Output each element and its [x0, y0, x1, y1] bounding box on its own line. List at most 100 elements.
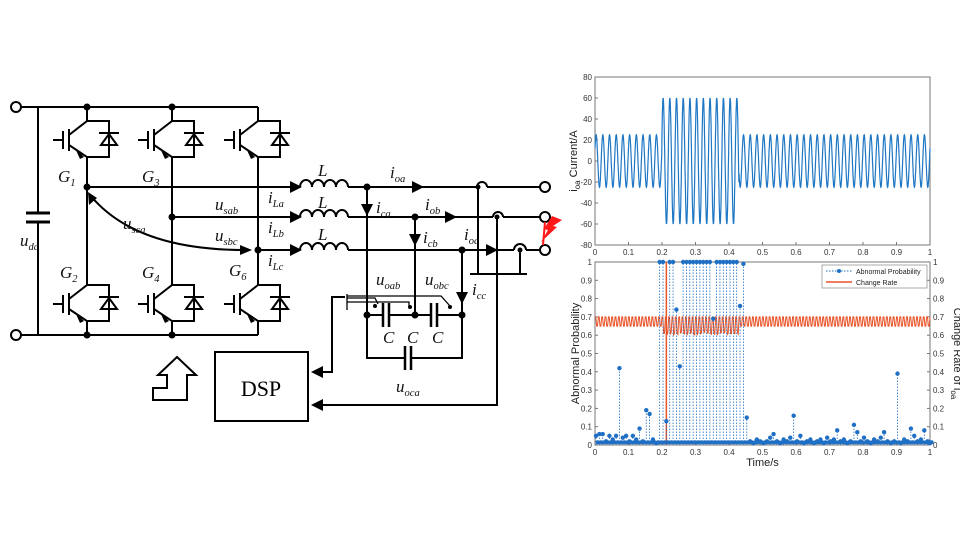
probability-point — [872, 437, 876, 441]
probability-point — [858, 439, 862, 443]
probability-point — [924, 440, 928, 444]
probability-chart-ytick-right-label: 0.4 — [933, 368, 945, 377]
probability-point — [720, 440, 724, 444]
probability-chart-ytick-right-label: 0.8 — [933, 295, 945, 304]
probability-point — [855, 430, 859, 434]
dsp-label: DSP — [241, 376, 281, 401]
probability-point — [746, 440, 750, 444]
probability-point — [897, 440, 901, 444]
probability-point — [899, 441, 903, 445]
current-chart-xtick-label: 0.7 — [824, 248, 836, 257]
probability-chart-ytick-right-label: 0.3 — [933, 386, 945, 395]
probability-point — [802, 441, 806, 445]
label-udc: udc — [20, 231, 39, 253]
probability-point — [842, 437, 846, 441]
probability-point — [771, 432, 775, 436]
probability-chart-ytick-right-label: 0.7 — [933, 313, 945, 322]
probability-point — [795, 439, 799, 443]
probability-point — [894, 440, 898, 444]
probability-point — [864, 440, 868, 444]
probability-point — [912, 434, 916, 438]
probability-point — [656, 440, 660, 444]
probability-point — [657, 260, 661, 264]
probability-point — [909, 426, 913, 430]
probability-point — [698, 260, 702, 264]
probability-point — [681, 260, 685, 264]
junction-dot — [169, 332, 176, 339]
label-ioa: ioa — [390, 163, 405, 185]
probability-point — [852, 423, 856, 427]
label-L1: L — [317, 161, 327, 180]
current-chart-ytick-label: 40 — [583, 115, 592, 124]
igbt-upper-1 — [53, 107, 119, 171]
probability-point — [848, 439, 852, 443]
probability-point — [810, 440, 814, 444]
probability-point — [639, 440, 643, 444]
probability-point — [800, 440, 804, 444]
probability-point — [666, 440, 670, 444]
probability-point — [740, 440, 744, 444]
probability-point — [930, 440, 934, 444]
current-chart-ytick-label: 0 — [588, 157, 593, 166]
label-uoca: uoca — [396, 377, 420, 399]
change-rate-line — [595, 317, 930, 335]
probability-point — [664, 419, 668, 423]
probability-point — [644, 408, 648, 412]
label-iLb: iLb — [268, 218, 284, 240]
probability-chart-xtick-label: 1 — [928, 448, 933, 457]
probability-point — [609, 440, 613, 444]
probability-point — [840, 440, 844, 444]
probability-chart-ytick-label: 1 — [588, 258, 593, 267]
probability-point — [817, 440, 821, 444]
probability-point — [736, 440, 740, 444]
probability-point — [845, 441, 849, 445]
probability-chart-ylabel-right: Change Rate of ioa — [949, 308, 960, 400]
probability-point — [865, 439, 869, 443]
inductor-icon — [300, 180, 348, 187]
probability-point — [597, 432, 601, 436]
igbt-icon — [53, 107, 87, 171]
probability-point — [791, 414, 795, 418]
inverter-legs — [53, 104, 290, 339]
probability-point — [616, 440, 620, 444]
current-chart-xtick-label: 0.2 — [656, 248, 668, 257]
probability-point — [748, 439, 752, 443]
probability-point — [824, 440, 828, 444]
probability-point — [834, 440, 838, 444]
probability-point — [798, 434, 802, 438]
probability-point — [753, 440, 757, 444]
label-ica: ica — [376, 198, 391, 220]
probability-point — [634, 437, 638, 441]
probability-chart-xtick-label: 0.1 — [623, 448, 635, 457]
probability-point — [751, 441, 755, 445]
probability-point — [738, 304, 742, 308]
probability-chart-ytick-right-label: 0.2 — [933, 404, 945, 413]
dc-terminal-positive — [11, 102, 21, 112]
probability-point — [676, 440, 680, 444]
probability-point — [875, 439, 879, 443]
probability-point — [684, 260, 688, 264]
probability-point — [822, 441, 826, 445]
probability-point — [770, 440, 774, 444]
probability-point — [694, 260, 698, 264]
probability-chart-ytick-right-label: 0.6 — [933, 331, 945, 340]
probability-point — [617, 366, 621, 370]
diode-icon — [258, 285, 290, 321]
probability-point — [832, 437, 836, 441]
probability-point — [601, 432, 605, 436]
probability-point — [901, 440, 905, 444]
diode-icon — [172, 121, 204, 157]
probability-point — [763, 440, 767, 444]
probability-point — [624, 434, 628, 438]
probability-point — [700, 440, 704, 444]
diode-icon — [172, 285, 204, 321]
probability-point — [907, 440, 911, 444]
legend-label-change-rate: Change Rate — [856, 280, 897, 287]
current-chart-ytick-label: 20 — [583, 136, 592, 145]
probability-point — [704, 260, 708, 264]
probability-point — [825, 435, 829, 439]
current-chart-xtick-label: 0.3 — [690, 248, 702, 257]
probability-point — [690, 440, 694, 444]
current-chart-xtick-label: 0.8 — [857, 248, 869, 257]
probability-point — [911, 440, 915, 444]
